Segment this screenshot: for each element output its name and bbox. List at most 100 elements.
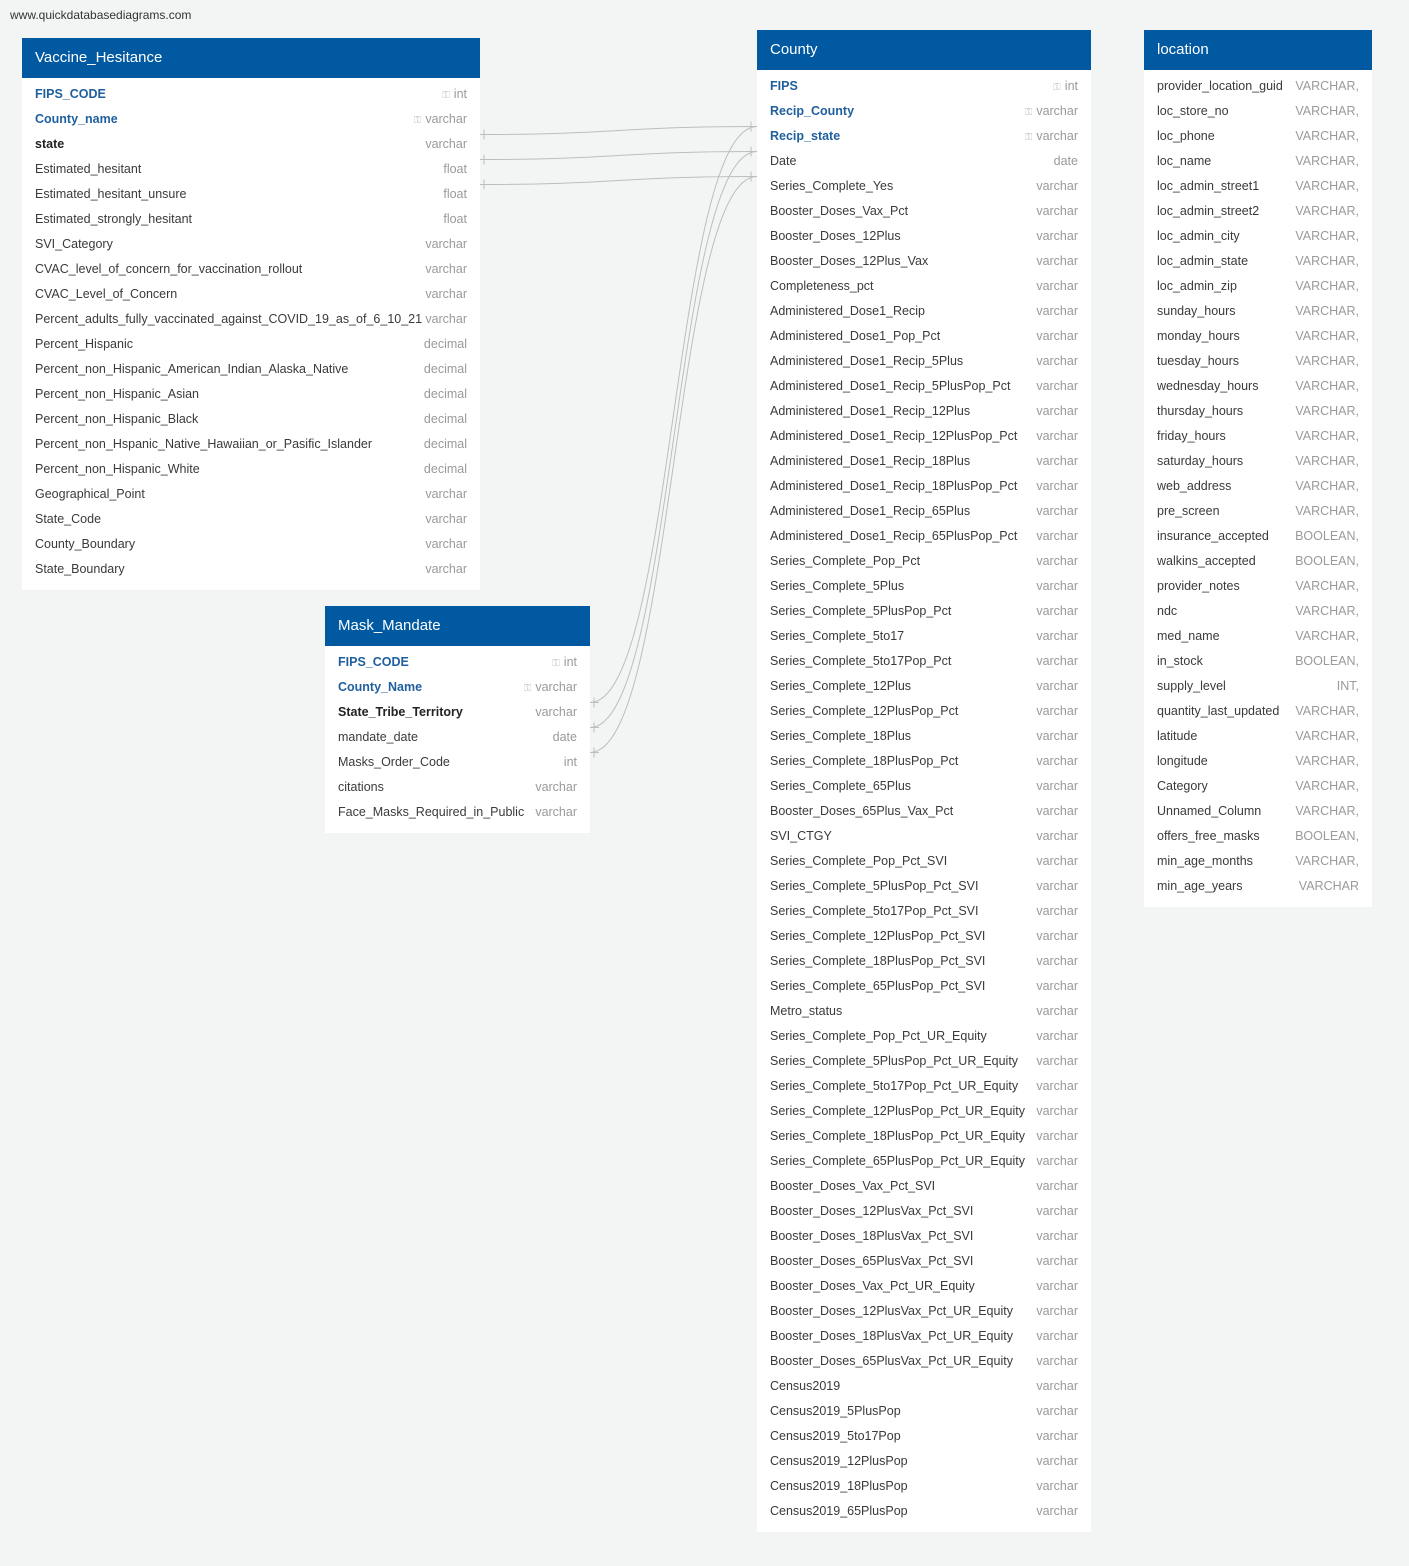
table-row[interactable]: FIPS⚿int [757, 74, 1091, 99]
table-row[interactable]: Recip_County⚿varchar [757, 99, 1091, 124]
table-header[interactable]: Vaccine_Hesitance [22, 38, 480, 78]
table-row[interactable]: Percent_non_Hispanic_American_Indian_Ala… [22, 357, 480, 382]
table-row[interactable]: FIPS_CODE⚿int [325, 650, 590, 675]
table-header[interactable]: Mask_Mandate [325, 606, 590, 646]
table-row[interactable]: County_Name⚿varchar [325, 675, 590, 700]
table-row[interactable]: County_name⚿varchar [22, 107, 480, 132]
table-header[interactable]: location [1144, 30, 1372, 70]
table-row[interactable]: Percent_non_Hspanic_Native_Hawaiian_or_P… [22, 432, 480, 457]
table-row[interactable]: FIPS_CODE⚿int [22, 82, 480, 107]
